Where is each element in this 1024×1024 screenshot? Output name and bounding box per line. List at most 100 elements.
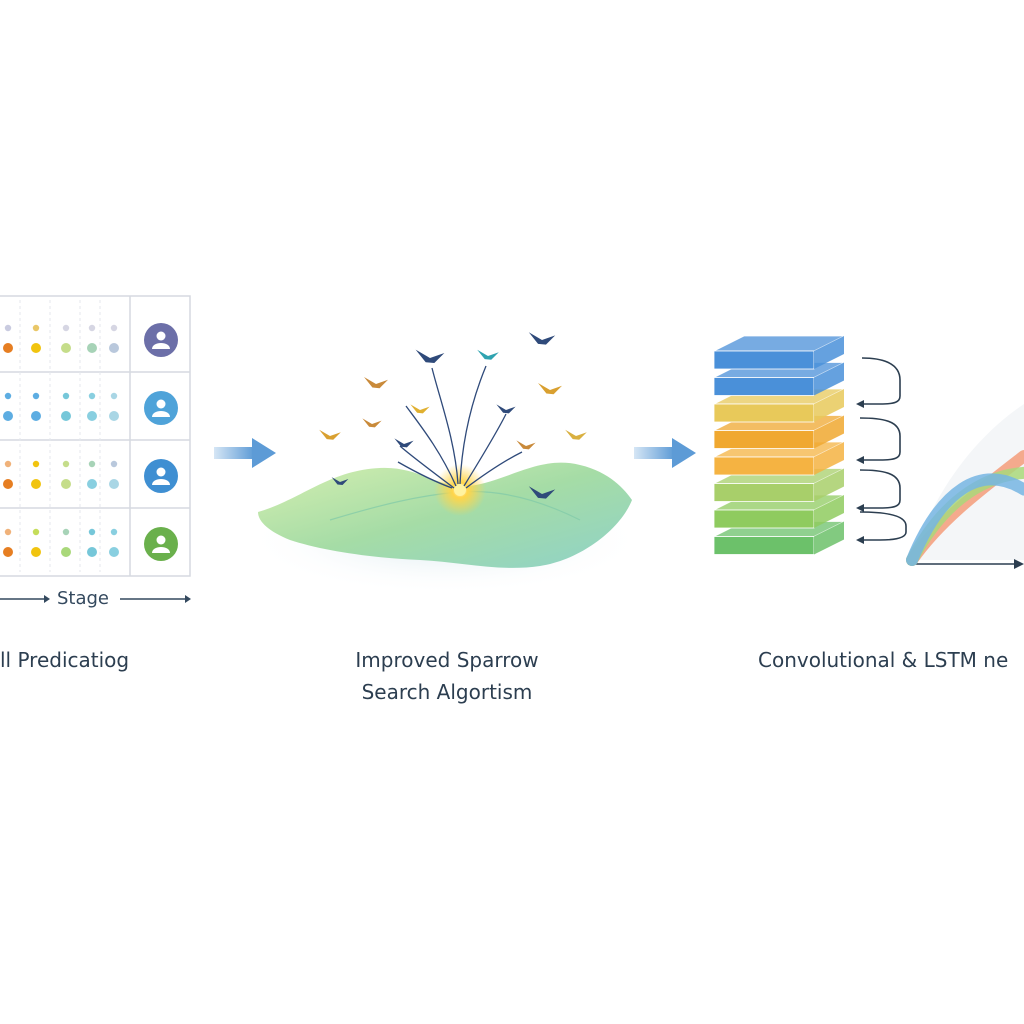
layer-side xyxy=(814,468,844,502)
sparrow xyxy=(528,486,556,499)
team-icon xyxy=(144,459,178,493)
grid-dot xyxy=(110,392,118,400)
icon-head xyxy=(156,535,166,545)
loop-connector xyxy=(859,469,901,509)
layer-front xyxy=(713,456,815,476)
layer-front xyxy=(713,350,815,370)
sparrow-flock xyxy=(319,332,587,499)
grid-dot xyxy=(62,528,70,536)
loop-connector xyxy=(859,511,907,541)
arrow-shaft xyxy=(634,447,674,459)
network-layer xyxy=(713,335,845,370)
output-plot xyxy=(906,404,1024,569)
grid-dot xyxy=(109,547,119,557)
grid-dot xyxy=(109,343,119,353)
grid-dot xyxy=(88,324,96,332)
grid-dot xyxy=(62,392,70,400)
grid-dot xyxy=(61,547,71,557)
grid-dot xyxy=(88,528,96,536)
trail xyxy=(399,445,455,489)
axis-arrowhead xyxy=(185,595,191,603)
sparrow xyxy=(410,404,430,414)
grid-dot xyxy=(32,392,40,400)
grid-dot xyxy=(87,547,97,557)
trail xyxy=(465,451,523,489)
layer-side xyxy=(814,389,844,422)
loop-arrowhead xyxy=(856,456,864,464)
stage2-caption-line2: Search Algortism xyxy=(361,680,533,704)
grid-dot xyxy=(62,460,70,468)
grid-dot xyxy=(32,528,40,536)
layer-side xyxy=(814,415,844,449)
flow-arrow-1 xyxy=(214,438,276,468)
grid-dot xyxy=(87,479,97,489)
layer-front xyxy=(713,509,815,529)
grid-dot xyxy=(109,479,119,489)
optimum-point xyxy=(454,484,466,496)
sparrow xyxy=(364,377,388,389)
layer-side xyxy=(814,362,844,396)
network-layer-stack xyxy=(713,335,845,555)
grid-dot xyxy=(88,460,96,468)
lstm-feedback-loops xyxy=(859,357,907,541)
layer-front xyxy=(713,377,815,396)
sparrow xyxy=(538,383,562,395)
grid-dot xyxy=(3,547,13,557)
axis-arrowhead xyxy=(44,595,50,603)
layer-side xyxy=(814,336,844,369)
layer-side xyxy=(814,495,844,528)
grid-dot xyxy=(110,460,118,468)
grid-dot xyxy=(32,324,40,332)
loop-arrowheads xyxy=(856,400,864,544)
grid-dot xyxy=(61,479,71,489)
loop-connector xyxy=(859,417,901,461)
icon-body xyxy=(152,343,170,349)
search-trails xyxy=(397,365,523,489)
sparrow xyxy=(496,404,516,414)
sparrow xyxy=(528,332,556,345)
sparrow xyxy=(331,477,349,485)
grid-dot xyxy=(31,479,41,489)
stage1-caption: ll Predicatiog xyxy=(0,648,130,672)
icon-head xyxy=(156,399,166,409)
output-curve xyxy=(906,473,1024,566)
grid-dot xyxy=(88,392,96,400)
grid-dot xyxy=(4,324,12,332)
sparrow xyxy=(415,349,445,364)
sparrow xyxy=(362,418,382,428)
grid-dot xyxy=(3,411,13,421)
sparrow xyxy=(565,429,587,440)
grid-dot xyxy=(62,324,70,332)
plot-axis-arrowhead xyxy=(1014,559,1024,569)
grid-dot xyxy=(110,528,118,536)
loop-arrowhead xyxy=(856,400,864,408)
layer-side xyxy=(814,521,844,555)
sparrow xyxy=(477,349,499,360)
layer-front xyxy=(713,403,815,423)
stage-axis xyxy=(0,595,191,603)
loop-arrowhead xyxy=(856,536,864,544)
grid-dot xyxy=(31,547,41,557)
icon-body xyxy=(152,547,170,553)
sparrow-landscape xyxy=(245,365,645,595)
grid-dot xyxy=(32,460,40,468)
trail xyxy=(463,413,507,487)
group-icon xyxy=(144,391,178,425)
grid-dot xyxy=(4,392,12,400)
grid-dot xyxy=(31,343,41,353)
grid-dot xyxy=(61,411,71,421)
grid-dot xyxy=(3,343,13,353)
layer-front xyxy=(713,430,815,449)
person-icon xyxy=(144,323,178,357)
layer-front xyxy=(713,536,815,555)
loop-connector xyxy=(860,357,901,405)
grid-dot xyxy=(87,343,97,353)
trail xyxy=(431,367,459,485)
flow-arrow-2 xyxy=(634,438,696,468)
grid-dot xyxy=(110,324,118,332)
trail xyxy=(397,461,453,489)
grid-dot xyxy=(109,411,119,421)
arrow-shaft xyxy=(214,447,254,459)
landscape-surface xyxy=(258,462,632,568)
